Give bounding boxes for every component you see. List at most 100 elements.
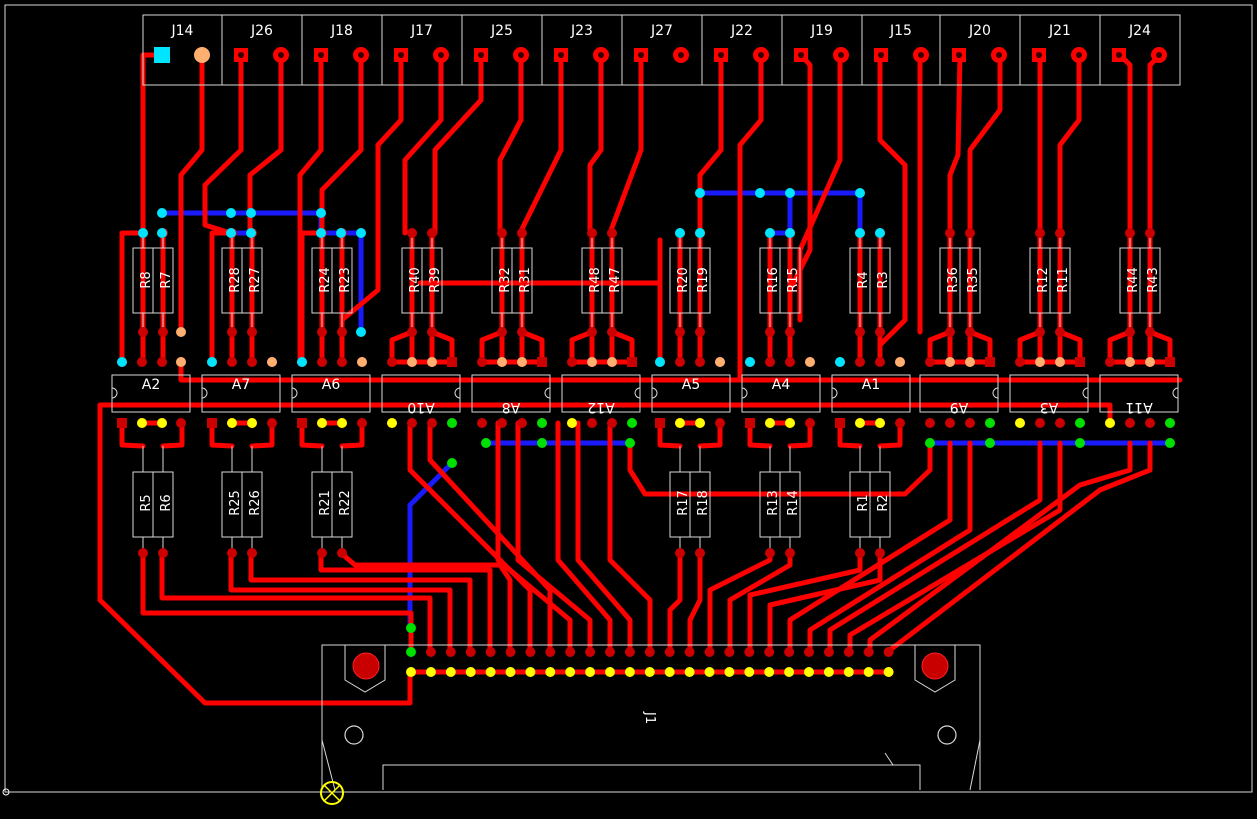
pad[interactable] (158, 548, 168, 558)
pad[interactable] (316, 208, 326, 218)
pad[interactable] (176, 327, 186, 337)
pad[interactable] (695, 188, 705, 198)
pad[interactable] (587, 228, 597, 238)
j1-pin[interactable] (485, 647, 496, 657)
pad[interactable] (695, 418, 705, 428)
pad[interactable] (317, 548, 327, 558)
pad[interactable] (755, 188, 765, 198)
pad[interactable] (497, 357, 507, 367)
j1-pin[interactable] (525, 667, 536, 677)
pad[interactable] (227, 327, 237, 337)
pad[interactable] (497, 327, 507, 337)
pad[interactable] (607, 418, 617, 428)
pad[interactable] (447, 418, 457, 428)
j1-pin[interactable] (644, 667, 655, 677)
pad[interactable] (337, 418, 347, 428)
pad[interactable] (785, 228, 795, 238)
j1-pin[interactable] (465, 667, 476, 677)
pad[interactable] (765, 418, 775, 428)
pad[interactable] (138, 228, 148, 238)
pad[interactable] (785, 418, 795, 428)
pad[interactable] (337, 357, 347, 367)
pad[interactable] (945, 418, 955, 428)
pad[interactable] (497, 228, 507, 238)
pad[interactable] (765, 357, 775, 367)
pad[interactable] (965, 228, 975, 238)
pad[interactable] (517, 327, 527, 337)
pad[interactable] (447, 458, 457, 468)
pad[interactable] (715, 418, 725, 428)
pad[interactable] (695, 548, 705, 558)
pad[interactable] (567, 357, 577, 367)
pad[interactable] (875, 357, 885, 367)
pad[interactable] (567, 418, 577, 428)
j1-pin[interactable] (445, 647, 456, 657)
j1-pin[interactable] (784, 667, 795, 677)
pad[interactable] (1055, 357, 1065, 367)
pad[interactable] (1015, 418, 1025, 428)
pad[interactable] (1055, 228, 1065, 238)
pad[interactable] (855, 548, 865, 558)
pad[interactable] (137, 418, 147, 428)
pad[interactable] (855, 357, 865, 367)
pad[interactable] (407, 418, 417, 428)
pad[interactable] (965, 327, 975, 337)
pad[interactable] (607, 357, 617, 367)
j1-pin[interactable] (505, 647, 516, 657)
pad[interactable] (317, 418, 327, 428)
pad[interactable] (587, 357, 597, 367)
pad[interactable] (517, 228, 527, 238)
j1-pin[interactable] (425, 667, 436, 677)
pad[interactable] (835, 357, 845, 367)
j1-pin[interactable] (684, 667, 695, 677)
pad[interactable] (925, 438, 935, 448)
j1-pin[interactable] (724, 647, 735, 657)
j1-pin[interactable] (545, 647, 556, 657)
pad[interactable] (497, 418, 507, 428)
j1-pin[interactable] (445, 667, 456, 677)
pad[interactable] (785, 327, 795, 337)
pad[interactable] (587, 418, 597, 428)
j1-pin[interactable] (863, 667, 874, 677)
pad[interactable] (675, 548, 685, 558)
pad[interactable] (387, 357, 397, 367)
pad[interactable] (157, 357, 167, 367)
pad[interactable] (985, 418, 995, 428)
pad[interactable] (805, 418, 815, 428)
j1-pin[interactable] (605, 647, 615, 657)
pad[interactable] (1145, 327, 1155, 337)
pad[interactable] (875, 548, 885, 558)
pad[interactable] (407, 228, 417, 238)
pad[interactable] (1125, 357, 1135, 367)
j1-pin[interactable] (684, 647, 695, 657)
pad[interactable] (227, 357, 237, 367)
j1-pin[interactable] (406, 667, 416, 677)
pad[interactable] (895, 357, 905, 367)
pad[interactable] (176, 418, 186, 428)
pad[interactable] (805, 357, 815, 367)
pad[interactable] (537, 438, 547, 448)
j1-pin[interactable] (823, 667, 834, 677)
j1-pin[interactable] (485, 667, 496, 677)
j1-pin[interactable] (406, 647, 416, 657)
pad[interactable] (1125, 228, 1135, 238)
j1-pin[interactable] (804, 667, 814, 677)
pad[interactable] (675, 357, 685, 367)
pad[interactable] (925, 418, 935, 428)
pad[interactable] (356, 228, 366, 238)
pad[interactable] (875, 327, 885, 337)
pad[interactable] (695, 228, 705, 238)
pad[interactable] (247, 548, 257, 558)
j1-pin[interactable] (704, 667, 715, 677)
j1-pin[interactable] (425, 647, 436, 657)
pad[interactable] (317, 357, 327, 367)
pad[interactable] (785, 188, 795, 198)
pad[interactable] (1105, 357, 1115, 367)
pad[interactable] (137, 357, 147, 367)
pad[interactable] (765, 548, 775, 558)
j1-pin[interactable] (843, 647, 854, 657)
pad[interactable] (1125, 327, 1135, 337)
pad[interactable] (138, 327, 148, 337)
pad[interactable] (675, 418, 685, 428)
